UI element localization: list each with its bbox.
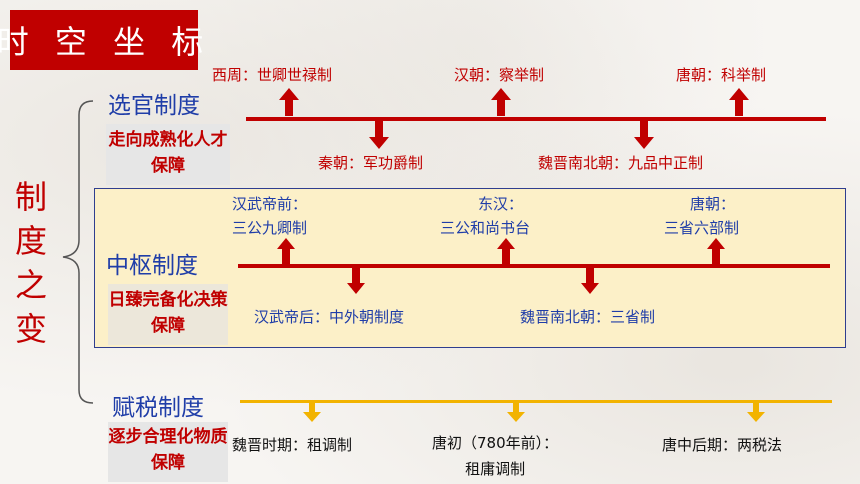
label-donghan-line1: 东汉： — [478, 195, 524, 213]
up-arrow-icon — [729, 88, 749, 116]
tag-fushui: 逐步合理化物质保障 — [108, 422, 228, 482]
label-tangchu: 唐初（780年前）： 租庸调制 — [432, 430, 558, 482]
label-weijin-zudiao: 魏晋时期：租调制 — [232, 436, 353, 454]
label-hanwu-qian-line2: 三公九卿制 — [232, 219, 308, 237]
label-xizhou: 西周：世卿世禄制 — [212, 66, 333, 84]
down-arrow-icon — [303, 402, 321, 422]
up-arrow-icon — [279, 88, 299, 116]
label-tangchu-line2: 租庸调制 — [465, 460, 526, 478]
label-weijin-jiupin: 魏晋南北朝：九品中正制 — [538, 154, 704, 172]
label-tangchu-line1: 唐初（780年前）： — [432, 434, 559, 452]
label-hanwu-qian: 汉武帝前： 三公九卿制 — [232, 192, 307, 240]
label-donghan: 东汉： 三公和尚书台 — [440, 192, 530, 240]
section-title-xuanguan: 选官制度 — [108, 93, 200, 119]
timeline-xuanguan — [246, 117, 826, 121]
down-arrow-icon — [634, 121, 654, 149]
section-title-zhongshu: 中枢制度 — [106, 253, 198, 279]
timeline-zhongshu — [238, 264, 830, 268]
up-arrow-icon — [491, 88, 511, 116]
timeline-fushui — [240, 400, 832, 403]
label-tang-sansheng-line1: 唐朝： — [690, 195, 736, 213]
label-liangshuifa: 唐中后期：两税法 — [662, 436, 783, 454]
tag-zhongshu: 日臻完备化决策保障 — [108, 284, 228, 345]
label-hanchao: 汉朝：察举制 — [454, 66, 545, 84]
label-qinchao: 秦朝：军功爵制 — [318, 154, 424, 172]
page-title: 时 空 坐 标 — [0, 10, 203, 70]
down-arrow-icon — [347, 268, 365, 294]
up-arrow-icon — [277, 238, 295, 264]
tag-xuanguan: 走向成熟化人才保障 — [106, 124, 230, 185]
up-arrow-icon — [497, 238, 515, 264]
label-tang-sansheng: 唐朝： 三省六部制 — [664, 192, 739, 240]
label-donghan-line2: 三公和尚书台 — [440, 219, 531, 237]
label-tang-sansheng-line2: 三省六部制 — [664, 219, 740, 237]
label-hanwu-hou: 汉武帝后：中外朝制度 — [254, 308, 405, 326]
down-arrow-icon — [747, 402, 765, 422]
bracket — [62, 100, 94, 404]
section-title-fushui: 赋税制度 — [112, 395, 204, 421]
down-arrow-icon — [369, 121, 389, 149]
down-arrow-icon — [581, 268, 599, 294]
label-tangchao-keju: 唐朝：科举制 — [676, 66, 767, 84]
side-label: 制度之变 — [14, 178, 47, 348]
up-arrow-icon — [707, 238, 725, 264]
label-hanwu-qian-line1: 汉武帝前： — [232, 195, 308, 213]
label-weijin-sansheng: 魏晋南北朝：三省制 — [520, 308, 656, 326]
down-arrow-icon — [507, 402, 525, 422]
